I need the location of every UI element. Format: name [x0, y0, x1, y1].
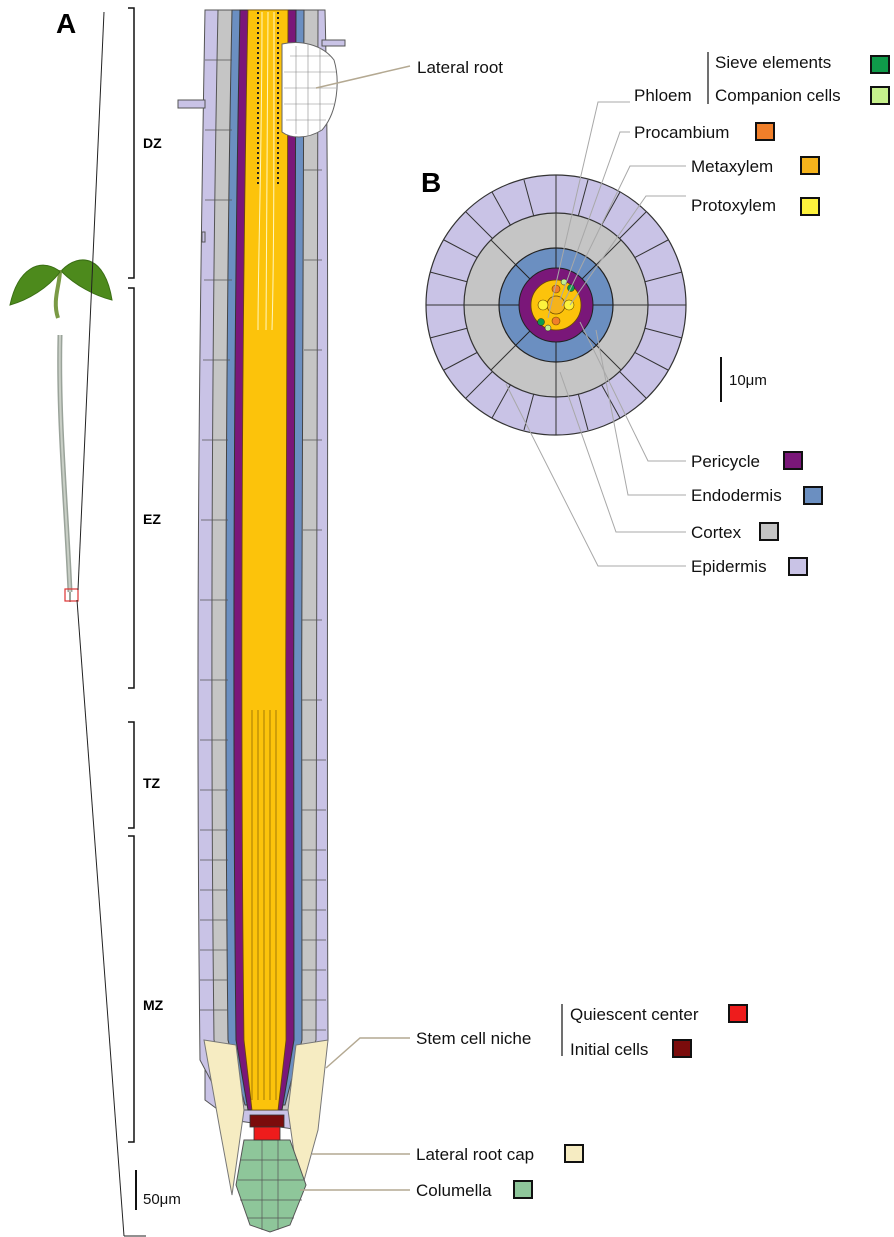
label-metaxylem: Metaxylem [691, 157, 773, 176]
panel-a-letter: A [56, 8, 76, 39]
label-lateral-root: Lateral root [417, 58, 503, 77]
zone-tz-label: TZ [143, 775, 161, 791]
panel-b-letter: B [421, 167, 441, 198]
label-endodermis: Endodermis [691, 486, 782, 505]
root-longitudinal-section [178, 10, 345, 1232]
swatch-protoxylem [801, 198, 819, 215]
swatch-initial-cells [673, 1040, 691, 1057]
scale-bar-a-label: 50μm [143, 1191, 181, 1208]
zone-mz-label: MZ [143, 997, 164, 1013]
label-protoxylem: Protoxylem [691, 196, 776, 215]
leader-stem-cell-niche [326, 1038, 410, 1068]
zone-ez-label: EZ [143, 511, 161, 527]
label-columella: Columella [416, 1181, 492, 1200]
swatch-metaxylem [801, 157, 819, 174]
zone-brackets [128, 8, 134, 1142]
label-sieve-elements: Sieve elements [715, 53, 831, 72]
label-initial-cells: Initial cells [570, 1040, 648, 1059]
label-stem-cell-niche: Stem cell niche [416, 1029, 531, 1048]
label-quiescent-center: Quiescent center [570, 1005, 699, 1024]
label-phloem: Phloem [634, 86, 692, 105]
swatch-pericycle [784, 452, 802, 469]
swatch-sieve-elements [871, 56, 889, 73]
swatch-procambium [756, 123, 774, 140]
scale-bar-b-label: 10μm [729, 372, 767, 389]
zoom-line-top [78, 12, 104, 590]
swatch-columella [514, 1181, 532, 1198]
label-pericycle: Pericycle [691, 452, 760, 471]
root-cross-section [426, 175, 686, 435]
swatch-lateral-root-cap [565, 1145, 583, 1162]
swatch-epidermis [789, 558, 807, 575]
label-lateral-root-cap: Lateral root cap [416, 1145, 534, 1164]
swatch-quiescent-center [729, 1005, 747, 1022]
seedling-photo [10, 260, 112, 602]
zone-dz-label: DZ [143, 135, 162, 151]
swatch-companion-cells [871, 87, 889, 104]
swatch-endodermis [804, 487, 822, 504]
label-procambium: Procambium [634, 123, 729, 142]
zoom-line-bottom [77, 600, 124, 1236]
swatch-cortex [760, 523, 778, 540]
label-cortex: Cortex [691, 523, 742, 542]
label-epidermis: Epidermis [691, 557, 767, 576]
label-companion-cells: Companion cells [715, 86, 841, 105]
